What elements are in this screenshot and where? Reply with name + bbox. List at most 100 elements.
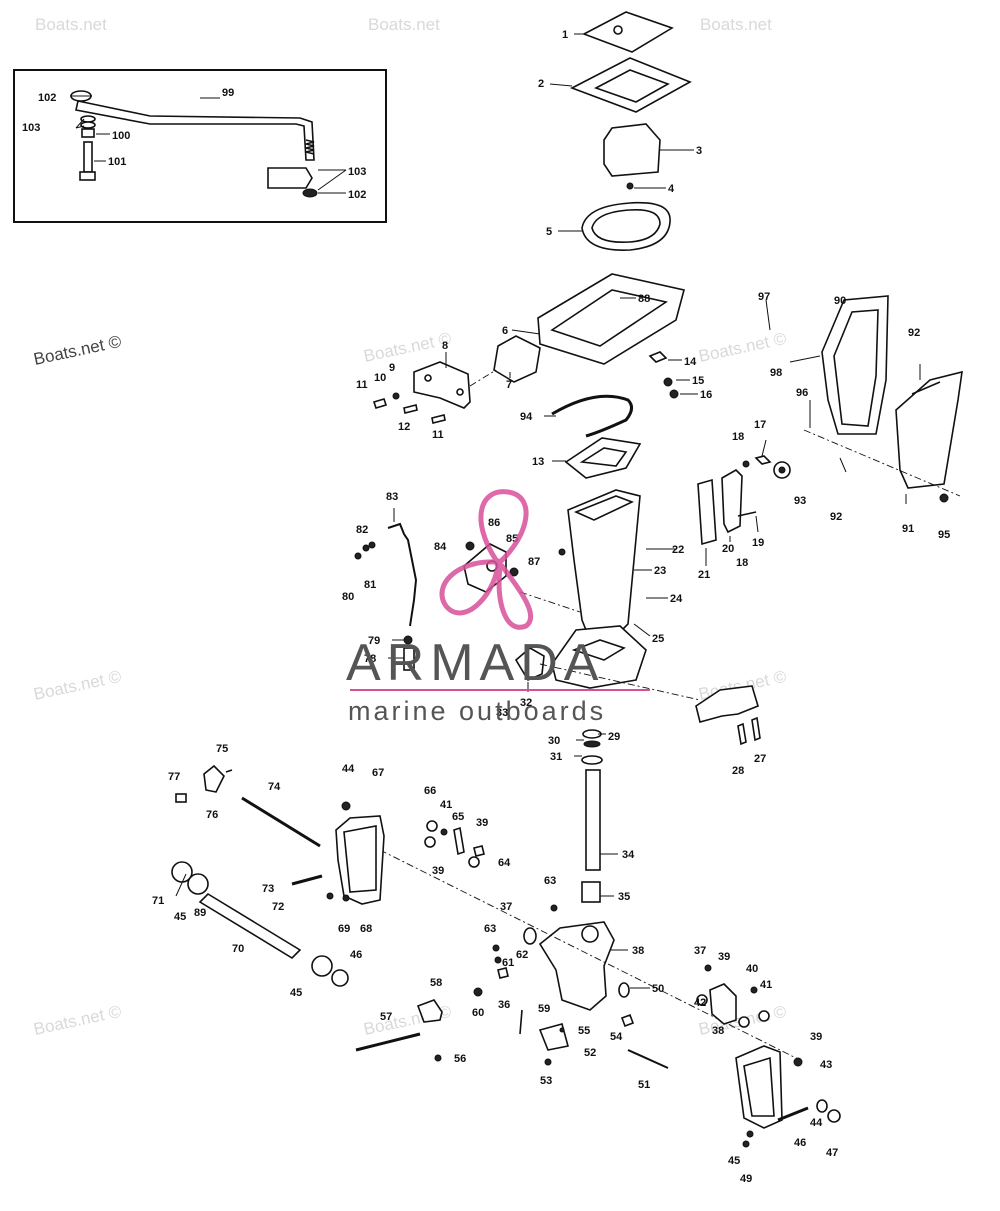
part-label: 89 <box>194 907 206 919</box>
part-label: 78 <box>364 653 376 665</box>
part-label: 92 <box>908 327 920 339</box>
part-label: 9 <box>389 362 395 374</box>
parts-13-16 <box>544 351 698 479</box>
part-label: 45 <box>290 987 302 999</box>
part-label: 28 <box>732 765 744 777</box>
part-label: 18 <box>736 557 748 569</box>
part-label: 81 <box>364 579 376 591</box>
part-label: 56 <box>454 1053 466 1065</box>
parts-39-66 <box>424 820 485 868</box>
part-label: 7 <box>506 379 512 391</box>
part-label: 71 <box>152 895 164 907</box>
part-label: 74 <box>268 781 281 793</box>
part-label: 46 <box>794 1137 806 1149</box>
part-label: 64 <box>498 857 511 869</box>
part-32 <box>514 647 701 701</box>
part-label: 15 <box>692 375 704 387</box>
part-label: 38 <box>712 1025 724 1037</box>
part-label: 4 <box>668 183 675 195</box>
part-label: 2 <box>538 78 544 90</box>
part-label: 63 <box>484 923 496 935</box>
part-label: 8 <box>442 340 448 352</box>
part-label: 14 <box>684 356 697 368</box>
part-label: 19 <box>752 537 764 549</box>
part-label: 29 <box>608 731 620 743</box>
part-label: 91 <box>902 523 914 535</box>
part-label: 67 <box>372 767 384 779</box>
part-label: 59 <box>538 1003 550 1015</box>
part-label: 58 <box>430 977 442 989</box>
part-label: 38 <box>632 945 644 957</box>
part-label: 86 <box>488 517 500 529</box>
part-label: 68 <box>360 923 372 935</box>
parts-56-63 <box>355 904 669 1069</box>
part-label: 37 <box>694 945 706 957</box>
part-label: 95 <box>938 529 950 541</box>
part-label: 24 <box>670 593 683 605</box>
bracket-67-group <box>171 764 385 987</box>
part-label: 12 <box>398 421 410 433</box>
part-label: 6 <box>502 325 508 337</box>
watermark: Boats.net © <box>697 329 789 366</box>
part-label: 84 <box>434 541 447 553</box>
inset-label: 103 <box>348 166 366 178</box>
part-label: 11 <box>432 429 444 441</box>
part-label: 41 <box>440 799 452 811</box>
part-label: 11 <box>356 379 368 391</box>
shaft-34 <box>574 729 618 903</box>
part-label: 34 <box>622 849 635 861</box>
logo-name: ARMADA <box>346 634 604 692</box>
part-label: 73 <box>262 883 274 895</box>
part-label: 88 <box>638 293 650 305</box>
connector-part <box>267 167 313 189</box>
propeller-mark <box>439 489 534 630</box>
part-label: 44 <box>810 1117 823 1129</box>
part-label: 37 <box>500 901 512 913</box>
part-label: 51 <box>638 1079 650 1091</box>
part-2 <box>570 57 692 113</box>
part-label: 61 <box>502 957 514 969</box>
part-label: 53 <box>540 1075 552 1087</box>
inset-label: 100 <box>112 130 130 142</box>
part-7 <box>493 335 541 383</box>
part-label: 25 <box>652 633 664 645</box>
bracket-43 <box>696 964 841 1148</box>
part-label: 16 <box>700 389 712 401</box>
side-plates <box>697 469 759 566</box>
part-label: 40 <box>746 963 758 975</box>
part-label: 39 <box>476 817 488 829</box>
inset-label: 103 <box>22 122 40 134</box>
part-label: 54 <box>610 1031 623 1043</box>
part-label: 31 <box>550 751 562 763</box>
part-label: 46 <box>350 949 362 961</box>
part-label: 62 <box>516 949 528 961</box>
bracket-8 <box>372 352 497 424</box>
part-label: 87 <box>528 556 540 568</box>
watermarks: Boats.net Boats.net Boats.net Boats.net … <box>32 15 789 1039</box>
steering-arm-part <box>75 100 315 161</box>
part-label: 13 <box>532 456 544 468</box>
part-label: 77 <box>168 771 180 783</box>
part-label: 43 <box>820 1059 832 1071</box>
part-91 <box>895 370 963 489</box>
part-label: 57 <box>380 1011 392 1023</box>
part-label: 23 <box>654 565 666 577</box>
part-label: 76 <box>206 809 218 821</box>
part-label: 94 <box>520 411 533 423</box>
watermark: Boats.net © <box>362 329 454 366</box>
part-label: 70 <box>232 943 244 955</box>
part-label: 63 <box>544 875 556 887</box>
part-label: 92 <box>830 511 842 523</box>
part-label: 47 <box>826 1147 838 1159</box>
part-label: 20 <box>722 543 734 555</box>
inset-label: 102 <box>348 189 366 201</box>
upper-parts <box>493 11 694 383</box>
cowl-parts <box>742 295 963 504</box>
part-label: 82 <box>356 524 368 536</box>
part-label: 32 <box>520 697 532 709</box>
part-label: 42 <box>694 997 706 1009</box>
part-label: 97 <box>758 291 770 303</box>
part-label: 55 <box>578 1025 590 1037</box>
part-label: 98 <box>770 367 782 379</box>
part-label: 72 <box>272 901 284 913</box>
